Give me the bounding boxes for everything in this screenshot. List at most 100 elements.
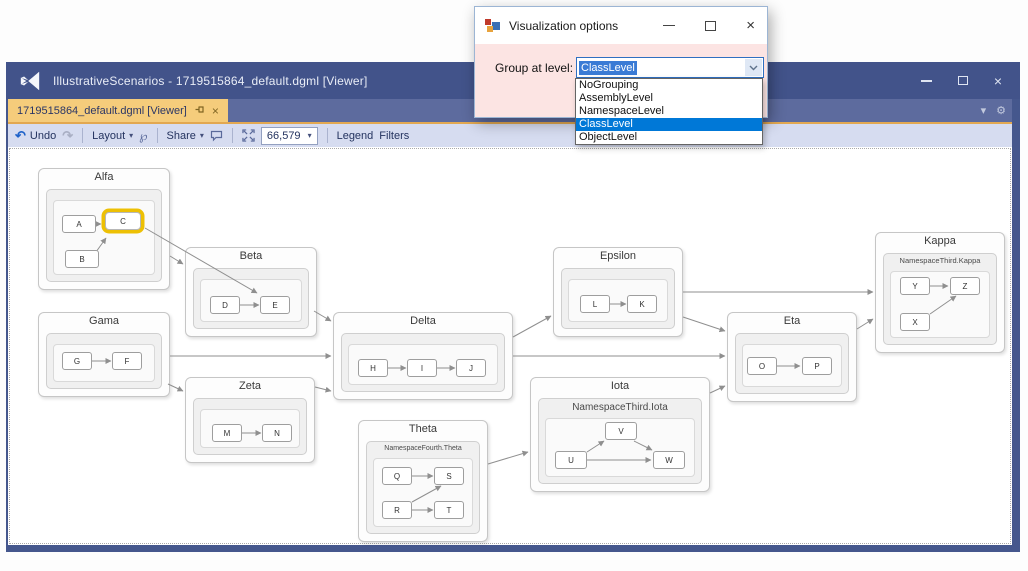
chevron-down-icon: ▾ (307, 131, 312, 140)
toolbar-separator (326, 128, 328, 143)
node-o[interactable]: O (747, 357, 777, 375)
node-b[interactable]: B (65, 250, 99, 268)
close-button[interactable]: × (993, 72, 1002, 89)
active-tab-accent-line (8, 122, 1012, 124)
node-z[interactable]: Z (950, 277, 980, 295)
relayout-button[interactable]: ℘ (139, 129, 147, 143)
dialog-minimize-button[interactable] (663, 24, 676, 27)
pin-icon[interactable] (195, 105, 204, 117)
combobox-selected-value: ClassLevel (579, 60, 637, 75)
node-s[interactable]: S (434, 467, 464, 485)
node-l[interactable]: L (580, 295, 610, 313)
zoom-level-combobox[interactable]: 66,579 ▾ (260, 126, 318, 145)
group-eta[interactable]: Eta (727, 312, 857, 402)
node-k[interactable]: K (627, 295, 657, 313)
group-inner-container: NamespaceFourth.Theta (366, 441, 480, 534)
group-at-level-label: Group at level: (495, 61, 574, 75)
node-p[interactable]: P (802, 357, 832, 375)
canvas-page-boundary (9, 148, 1011, 544)
dialog-titlebar[interactable]: Visualization options × (475, 7, 767, 44)
dropdown-option-namespacelevel[interactable]: NamespaceLevel (579, 105, 664, 117)
node-j[interactable]: J (456, 359, 486, 377)
filters-button[interactable]: Filters (379, 130, 409, 142)
new-comment-button[interactable] (210, 130, 223, 142)
group-title: Kappa (924, 235, 956, 247)
zoom-to-fit-button[interactable] (242, 129, 255, 142)
node-m[interactable]: M (212, 424, 242, 442)
tab-list-chevron-icon[interactable]: ▾ (980, 105, 987, 117)
group-alfa[interactable]: Alfa (38, 168, 170, 290)
dropdown-option-nogrouping[interactable]: NoGrouping (579, 79, 639, 91)
group-inner-container: NamespaceThird.Kappa (883, 253, 997, 345)
node-w[interactable]: W (653, 451, 685, 469)
node-n[interactable]: N (262, 424, 292, 442)
chevron-down-icon: ▾ (199, 131, 204, 140)
node-q[interactable]: Q (382, 467, 412, 485)
node-y[interactable]: Y (900, 277, 930, 295)
group-title: Eta (783, 315, 801, 327)
tab-dgml-viewer[interactable]: 1719515864_default.dgml [Viewer] × (8, 99, 228, 122)
node-u[interactable]: U (555, 451, 587, 469)
node-x[interactable]: X (900, 313, 930, 331)
group-beta[interactable]: Beta (185, 247, 317, 337)
namespace-label: NamespaceFourth.Theta (384, 445, 462, 452)
undo-button[interactable]: ↶ Undo (15, 128, 56, 143)
tab-label: 1719515864_default.dgml [Viewer] (17, 104, 187, 117)
chevron-down-icon: ▾ (129, 131, 134, 140)
dropdown-option-assemblylevel[interactable]: AssemblyLevel (579, 92, 653, 104)
node-f[interactable]: F (112, 352, 142, 370)
node-c-selected[interactable]: C (105, 212, 141, 230)
vs-main-window: IllustrativeScenarios - 1719515864_defau… (6, 62, 1020, 552)
dialog-close-button[interactable]: × (746, 16, 755, 34)
group-at-level-combobox[interactable]: ClassLevel (576, 57, 764, 78)
dgml-toolbar: ↶ Undo ↷ Layout ▾ ℘ Share ▾ (8, 124, 1012, 147)
maximize-button[interactable] (957, 76, 968, 85)
filters-label: Filters (379, 129, 410, 142)
node-t[interactable]: T (434, 501, 464, 519)
group-inner-container (46, 189, 162, 282)
zoom-to-fit-icon (242, 129, 255, 142)
group-inner-container (561, 268, 675, 329)
comment-flag-icon (210, 130, 223, 141)
group-title: Iota (610, 380, 630, 392)
node-r[interactable]: R (382, 501, 412, 519)
node-v[interactable]: V (605, 422, 637, 440)
node-g[interactable]: G (62, 352, 92, 370)
dialog-maximize-button[interactable] (705, 20, 717, 31)
layout-label: Layout (92, 129, 126, 142)
redo-button[interactable]: ↷ (62, 128, 74, 143)
toolbar-separator (82, 128, 84, 143)
node-e[interactable]: E (260, 296, 290, 314)
node-i[interactable]: I (407, 359, 437, 377)
node-a[interactable]: A (62, 215, 96, 233)
group-delta[interactable]: Delta (333, 312, 513, 400)
gear-icon[interactable]: ⚙ (996, 105, 1006, 117)
group-title: Beta (239, 250, 263, 262)
dropdown-option-classlevel[interactable]: ClassLevel (576, 118, 762, 131)
minimize-button[interactable] (920, 79, 932, 82)
combobox-dropdown-button[interactable] (745, 59, 762, 76)
group-zeta[interactable]: Zeta (185, 377, 315, 463)
share-dropdown-button[interactable]: Share ▾ (167, 130, 204, 142)
node-d[interactable]: D (210, 296, 240, 314)
relayout-icon: ℘ (139, 128, 148, 143)
window-title: IllustrativeScenarios - 1719515864_defau… (53, 73, 368, 88)
group-title: Alfa (94, 171, 114, 183)
redo-icon: ↷ (62, 128, 74, 143)
layout-dropdown-button[interactable]: Layout ▾ (92, 130, 133, 142)
node-h[interactable]: H (358, 359, 388, 377)
undo-icon: ↶ (15, 128, 26, 143)
zoom-level-value: 66,579 (266, 129, 301, 142)
group-epsilon[interactable]: Epsilon (553, 247, 683, 337)
group-title: Delta (410, 315, 436, 327)
group-gama[interactable]: Gama (38, 312, 170, 397)
group-title: Theta (408, 423, 438, 435)
group-title: Epsilon (599, 250, 637, 262)
legend-button[interactable]: Legend (337, 130, 374, 142)
tab-close-icon[interactable]: × (211, 103, 219, 118)
dropdown-option-objectlevel[interactable]: ObjectLevel (579, 131, 638, 143)
